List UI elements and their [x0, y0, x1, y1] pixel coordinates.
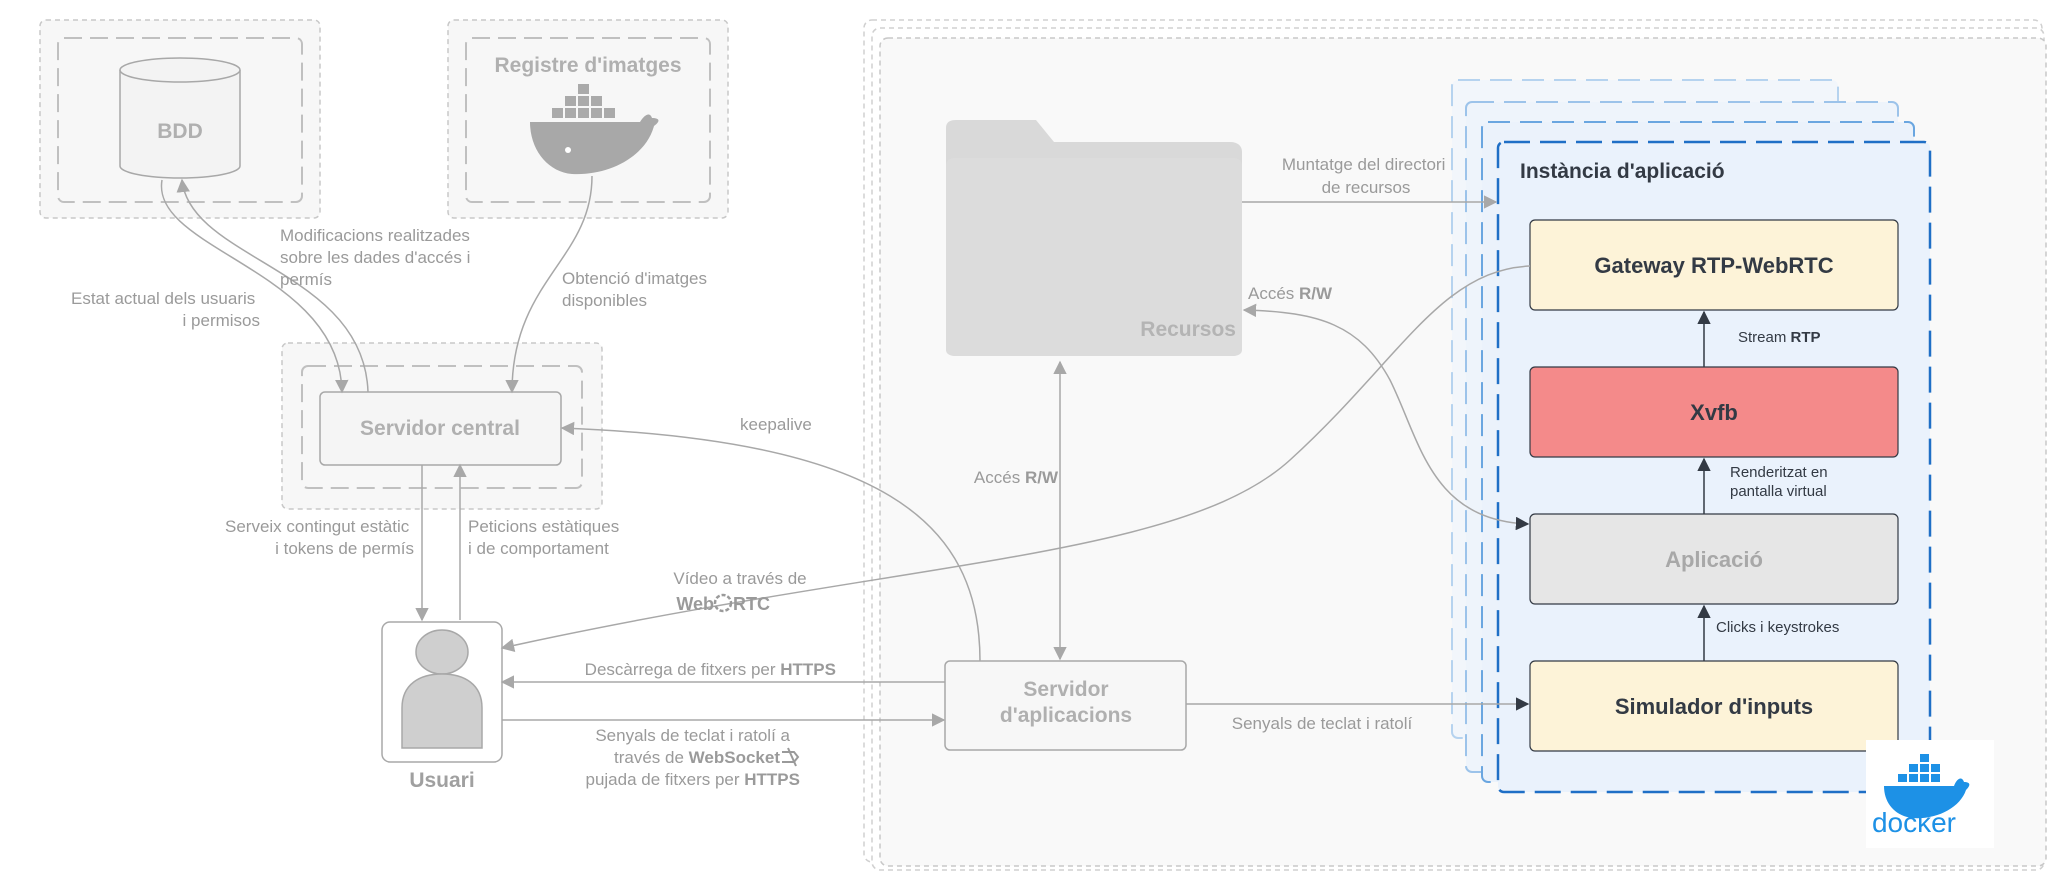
render-label: Renderitzat en pantalla virtual: [1730, 464, 1832, 500]
video-label-line1: Vídeo a través de: [673, 569, 806, 588]
app-instance-title: Instància d'aplicació: [1520, 160, 1725, 183]
keys-label-line3: pujada de fitxers per HTTPS: [586, 770, 801, 789]
keys-to-sim-label: Senyals de teclat i ratolí: [1232, 714, 1413, 733]
docker-logo: docker: [1866, 740, 1994, 848]
app-server-label-line1: Servidor: [1023, 678, 1108, 701]
docker-whale-logo-icon: [1884, 778, 1970, 819]
image-fetch-label: Obtenció d'imatges disponibles: [562, 269, 712, 310]
static-requests-label: Peticions estàtiques i de comportament: [468, 517, 624, 558]
user-label: Usuari: [409, 769, 474, 792]
app-rw-label: Accés R/W: [1248, 284, 1333, 303]
resources-rw-label: Accés R/W: [974, 468, 1059, 487]
resources-folder-node: Recursos: [946, 120, 1242, 356]
edge-labels: Modificacions realitzades sobre les dade…: [71, 155, 1839, 789]
application-node: Aplicació: [1529, 513, 1899, 605]
video-label-rtc: RTC: [733, 594, 770, 614]
video-label-web: Web: [676, 594, 714, 614]
websocket-icon: [782, 747, 800, 767]
static-content-label: Serveix contingut estàtic i tokens de pe…: [225, 517, 414, 558]
current-state-label: Estat actual dels usuaris i permisos: [71, 289, 260, 330]
person-icon: [401, 629, 483, 749]
app-server-label-line2: d'aplicacions: [1000, 704, 1132, 727]
app-server-node: Servidor d'aplicacions: [944, 660, 1187, 751]
xvfb-node: Xvfb: [1529, 366, 1899, 458]
stream-label: Stream RTP: [1738, 329, 1821, 346]
central-server-node: Servidor central: [281, 342, 603, 510]
keys-label-line1: Senyals de teclat i ratolí a: [595, 726, 790, 745]
keepalive-label: keepalive: [740, 415, 812, 434]
resources-label: Recursos: [1140, 318, 1236, 341]
keys-label-line2: través de WebSocket: [614, 748, 780, 767]
download-label: Descàrrega de fitxers per HTTPS: [585, 660, 836, 679]
input-simulator-label: Simulador d'inputs: [1615, 694, 1813, 719]
bdd-node: BDD: [39, 19, 321, 219]
clicks-label: Clicks i keystrokes: [1716, 619, 1839, 636]
application-label: Aplicació: [1665, 547, 1763, 572]
central-server-label: Servidor central: [360, 417, 520, 440]
gateway-label: Gateway RTP-WebRTC: [1594, 253, 1833, 278]
image-registry-node: Registre d'imatges: [447, 19, 729, 219]
connectors: [160, 175, 1531, 727]
gateway-node: Gateway RTP-WebRTC: [1529, 219, 1899, 311]
bdd-label: BDD: [157, 120, 203, 143]
docker-whale-icon: [530, 84, 659, 175]
database-icon: [119, 70, 241, 179]
user-node: Usuari: [381, 621, 503, 792]
input-simulator-node: Simulador d'inputs: [1529, 660, 1899, 752]
webrtc-icon: [713, 593, 733, 613]
registry-label: Registre d'imatges: [494, 54, 681, 77]
mount-label: Muntatge del directori de recursos: [1282, 155, 1450, 197]
modifications-label: Modificacions realitzades sobre les dade…: [280, 226, 475, 289]
xvfb-label: Xvfb: [1690, 400, 1738, 425]
docker-logo-text: docker: [1872, 807, 1956, 838]
